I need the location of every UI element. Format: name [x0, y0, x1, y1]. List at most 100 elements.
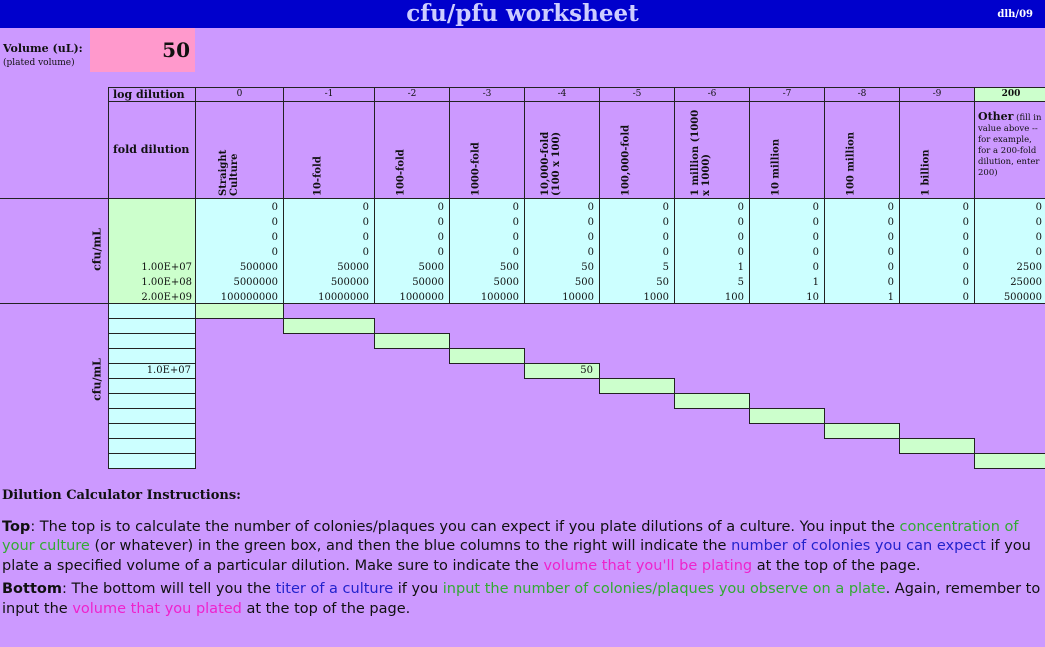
expected-colonies-value: 100000 [480, 292, 519, 303]
text: (or whatever) in the green box, and then… [89, 538, 732, 554]
expected-colonies-value: 0 [887, 262, 894, 273]
expected-colonies-value: 0 [512, 232, 519, 243]
text: at the top of the page. [752, 557, 921, 574]
page-title: cfu/pfu worksheet [406, 0, 639, 27]
expected-colonies-value: 0 [887, 217, 894, 228]
log-dilution-10[interactable]: 200 [974, 87, 1045, 102]
volume-sublabel: (plated volume) [3, 58, 75, 68]
log-dilution-8: -8 [824, 87, 900, 102]
expected-colonies-value: 0 [812, 202, 819, 213]
observed-colonies-input[interactable] [283, 318, 375, 334]
expected-colonies-column [449, 198, 525, 304]
fold-dilution-header-7: 10 million [749, 101, 825, 199]
text: : The bottom will tell you the [61, 581, 276, 597]
text: if you plate a specified volume of a par… [2, 538, 1031, 574]
expected-colonies-value: 0 [812, 217, 819, 228]
expected-colonies-value: 0 [962, 232, 969, 243]
expected-colonies-value: 5 [662, 262, 669, 273]
log-dilution-0: 0 [195, 87, 284, 102]
observed-colonies-input[interactable] [195, 303, 284, 319]
log-dilution-9: -9 [899, 87, 975, 102]
concentration-input[interactable]: 2.00E+09 [141, 292, 192, 303]
fold-dilution-header-9: 1 billion [899, 101, 975, 199]
other-label: Other [978, 110, 1014, 123]
expected-colonies-value: 0 [362, 247, 369, 258]
expected-colonies-value: 0 [587, 217, 594, 228]
instructions-bottom: Bottom: The bottom will tell you the tit… [2, 580, 1042, 619]
fold-dilution-header-6: 1 million (1000 x 1000) [674, 101, 750, 199]
expected-colonies-value: 100000000 [220, 292, 278, 303]
expected-colonies-column [824, 198, 900, 304]
fold-dilution-name: 1000-fold [470, 142, 482, 196]
expected-colonies-value: 0 [587, 247, 594, 258]
observed-colonies-input[interactable] [374, 333, 450, 349]
expected-colonies-value: 0 [271, 217, 278, 228]
observed-colonies-input[interactable] [449, 348, 525, 364]
concentration-input[interactable]: 1.00E+08 [141, 277, 192, 288]
text-magenta: volume that you plated [72, 600, 242, 617]
expected-colonies-value: 0 [587, 232, 594, 243]
expected-colonies-value: 500 [499, 262, 519, 273]
concentration-input[interactable]: 1.00E+07 [141, 262, 192, 273]
concentration-input[interactable] [108, 215, 192, 230]
author-tag: dlh/09 [997, 9, 1033, 20]
expected-colonies-value: 0 [662, 202, 669, 213]
observed-colonies-input[interactable] [674, 393, 750, 409]
fold-dilution-name: 1 billion [920, 149, 932, 196]
fold-dilution-label: fold dilution [108, 101, 196, 199]
expected-colonies-column [283, 198, 375, 304]
fold-dilution-header-5: 100,000-fold [599, 101, 675, 199]
expected-colonies-value: 0 [962, 292, 969, 303]
expected-colonies-value: 0 [887, 202, 894, 213]
fold-dilution-header-3: 1000-fold [449, 101, 525, 199]
observed-colonies-input[interactable] [749, 408, 825, 424]
text-blue: number of colonies you can expect [731, 538, 986, 554]
log-dilution-4: -4 [524, 87, 600, 102]
expected-colonies-column [749, 198, 825, 304]
expected-colonies-value: 1 [887, 292, 894, 303]
expected-colonies-value: 5 [737, 277, 744, 288]
expected-colonies-value: 0 [437, 232, 444, 243]
expected-colonies-value: 0 [737, 247, 744, 258]
other-description: (fill in value above --for example, for … [978, 113, 1042, 178]
observed-colonies-input[interactable] [599, 378, 675, 394]
expected-colonies-value: 500000 [330, 277, 369, 288]
expected-colonies-value: 0 [362, 232, 369, 243]
other-dilution-header: Other (fill in value above --for example… [974, 101, 1045, 199]
concentration-input[interactable] [108, 230, 192, 245]
titer-output [108, 438, 196, 454]
expected-colonies-value: 0 [662, 232, 669, 243]
expected-colonies-value: 0 [887, 232, 894, 243]
expected-colonies-value: 0 [271, 232, 278, 243]
titer-output [108, 348, 196, 364]
titer-output [108, 378, 196, 394]
expected-colonies-value: 1000000 [399, 292, 444, 303]
text: at the top of the page. [241, 600, 411, 617]
top-label: Top [2, 518, 31, 535]
fold-dilution-name: Straight Culture [217, 149, 240, 196]
text-magenta: volume that you'll be plating [543, 557, 753, 574]
expected-colonies-value: 0 [962, 247, 969, 258]
observed-colonies-input[interactable] [824, 423, 900, 439]
observed-colonies-input[interactable] [974, 453, 1045, 469]
expected-colonies-value: 0 [812, 262, 819, 273]
expected-colonies-value: 2500 [1016, 262, 1042, 273]
expected-colonies-value: 0 [1035, 232, 1042, 243]
titer-output [108, 453, 196, 469]
expected-colonies-column [974, 198, 1045, 304]
expected-colonies-value: 10000 [562, 292, 594, 303]
expected-colonies-value: 0 [812, 247, 819, 258]
observed-colonies-input[interactable]: 50 [524, 363, 600, 379]
log-dilution-7: -7 [749, 87, 825, 102]
text: : The top is to calculate the number of … [30, 518, 900, 535]
observed-colonies-input[interactable] [899, 438, 975, 454]
titer-output [108, 393, 196, 409]
expected-colonies-value: 0 [362, 217, 369, 228]
volume-input[interactable]: 50 [90, 28, 195, 72]
expected-colonies-value: 0 [962, 262, 969, 273]
log-dilution-1: -1 [283, 87, 375, 102]
fold-dilution-header-0: Straight Culture [195, 101, 284, 199]
expected-colonies-value: 0 [887, 247, 894, 258]
concentration-input[interactable] [108, 200, 192, 215]
concentration-input[interactable] [108, 245, 192, 260]
